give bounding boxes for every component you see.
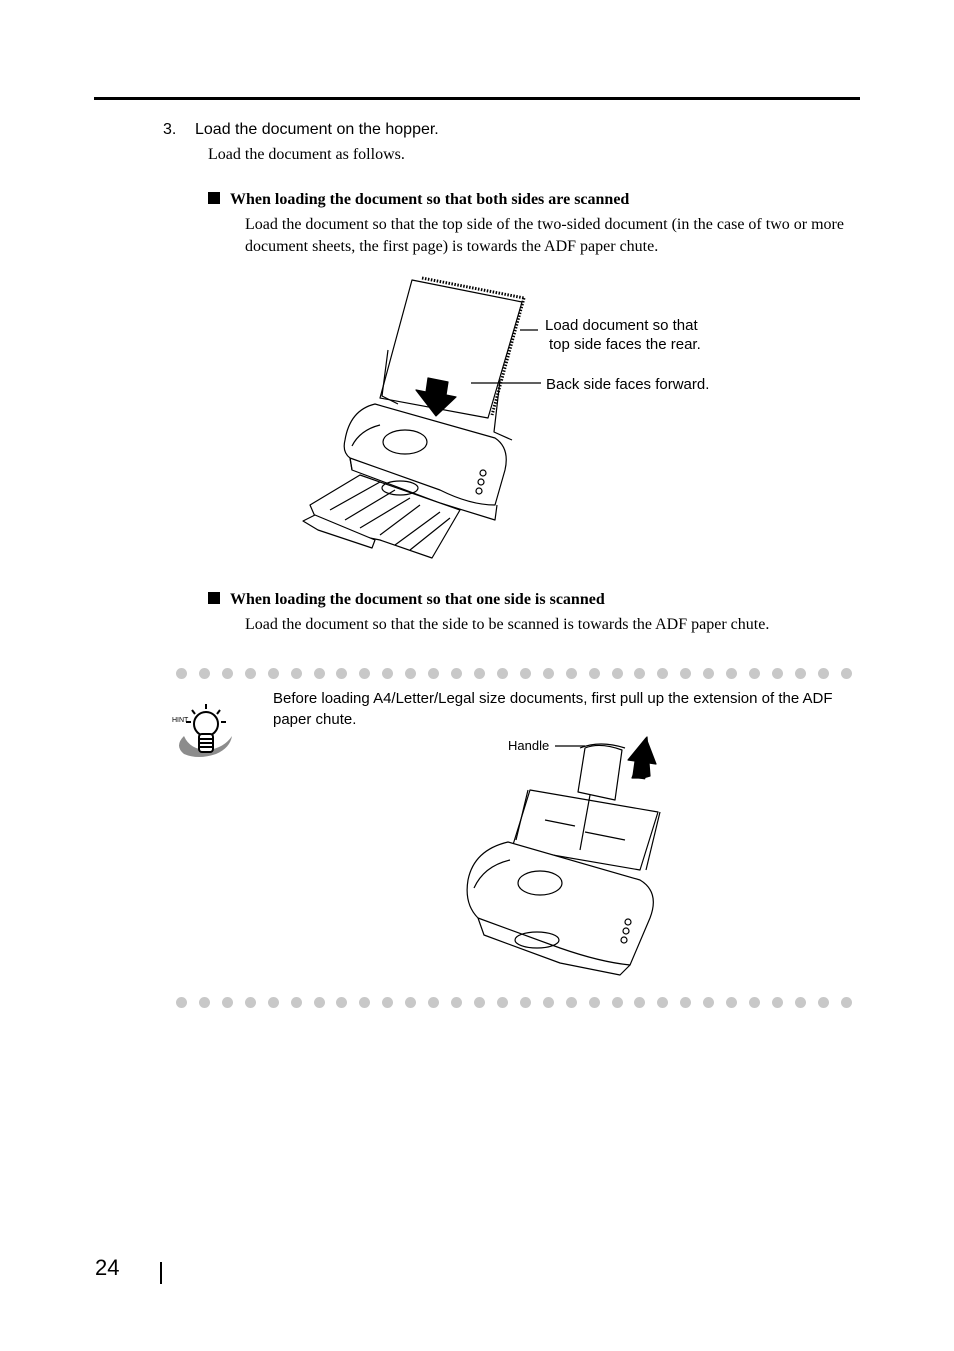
hint-top-dotted-rule — [176, 668, 852, 680]
step-intro: Load the document as follows. — [208, 146, 405, 163]
callout-back-side: Back side faces forward. — [546, 376, 710, 393]
bullet-square-icon — [208, 592, 220, 604]
hint-bottom-dotted-rule — [176, 997, 852, 1009]
section-heading-text: When loading the document so that one si… — [230, 591, 605, 608]
section-body-both-sides: Load the document so that the top side o… — [245, 216, 844, 255]
page-number: 24 — [95, 1255, 120, 1280]
step-number: 3. — [163, 121, 177, 138]
top-rule — [94, 97, 860, 100]
hint-icon-label: HINT — [172, 717, 189, 724]
handle-label: Handle — [508, 738, 550, 753]
section-body-one-side: Load the document so that the side to be… — [245, 616, 770, 633]
section-heading-both-sides: When loading the document so that both s… — [208, 191, 629, 209]
section-heading-text: When loading the document so that both s… — [230, 191, 630, 208]
hint-text: Before loading A4/Letter/Legal size docu… — [273, 690, 833, 728]
callout-top-side-line1: Load document so that — [545, 317, 698, 334]
step-heading: 3. Load the document on the hopper. — [163, 121, 439, 139]
section-heading-one-side: When loading the document so that one si… — [208, 591, 605, 609]
footer-bar — [160, 1262, 162, 1284]
step-title: Load the document on the hopper. — [195, 121, 439, 138]
callout-top-side-line2: top side faces the rear. — [549, 336, 701, 353]
bullet-square-icon — [208, 192, 220, 204]
hint-lightbulb-icon: HINT — [172, 704, 232, 757]
